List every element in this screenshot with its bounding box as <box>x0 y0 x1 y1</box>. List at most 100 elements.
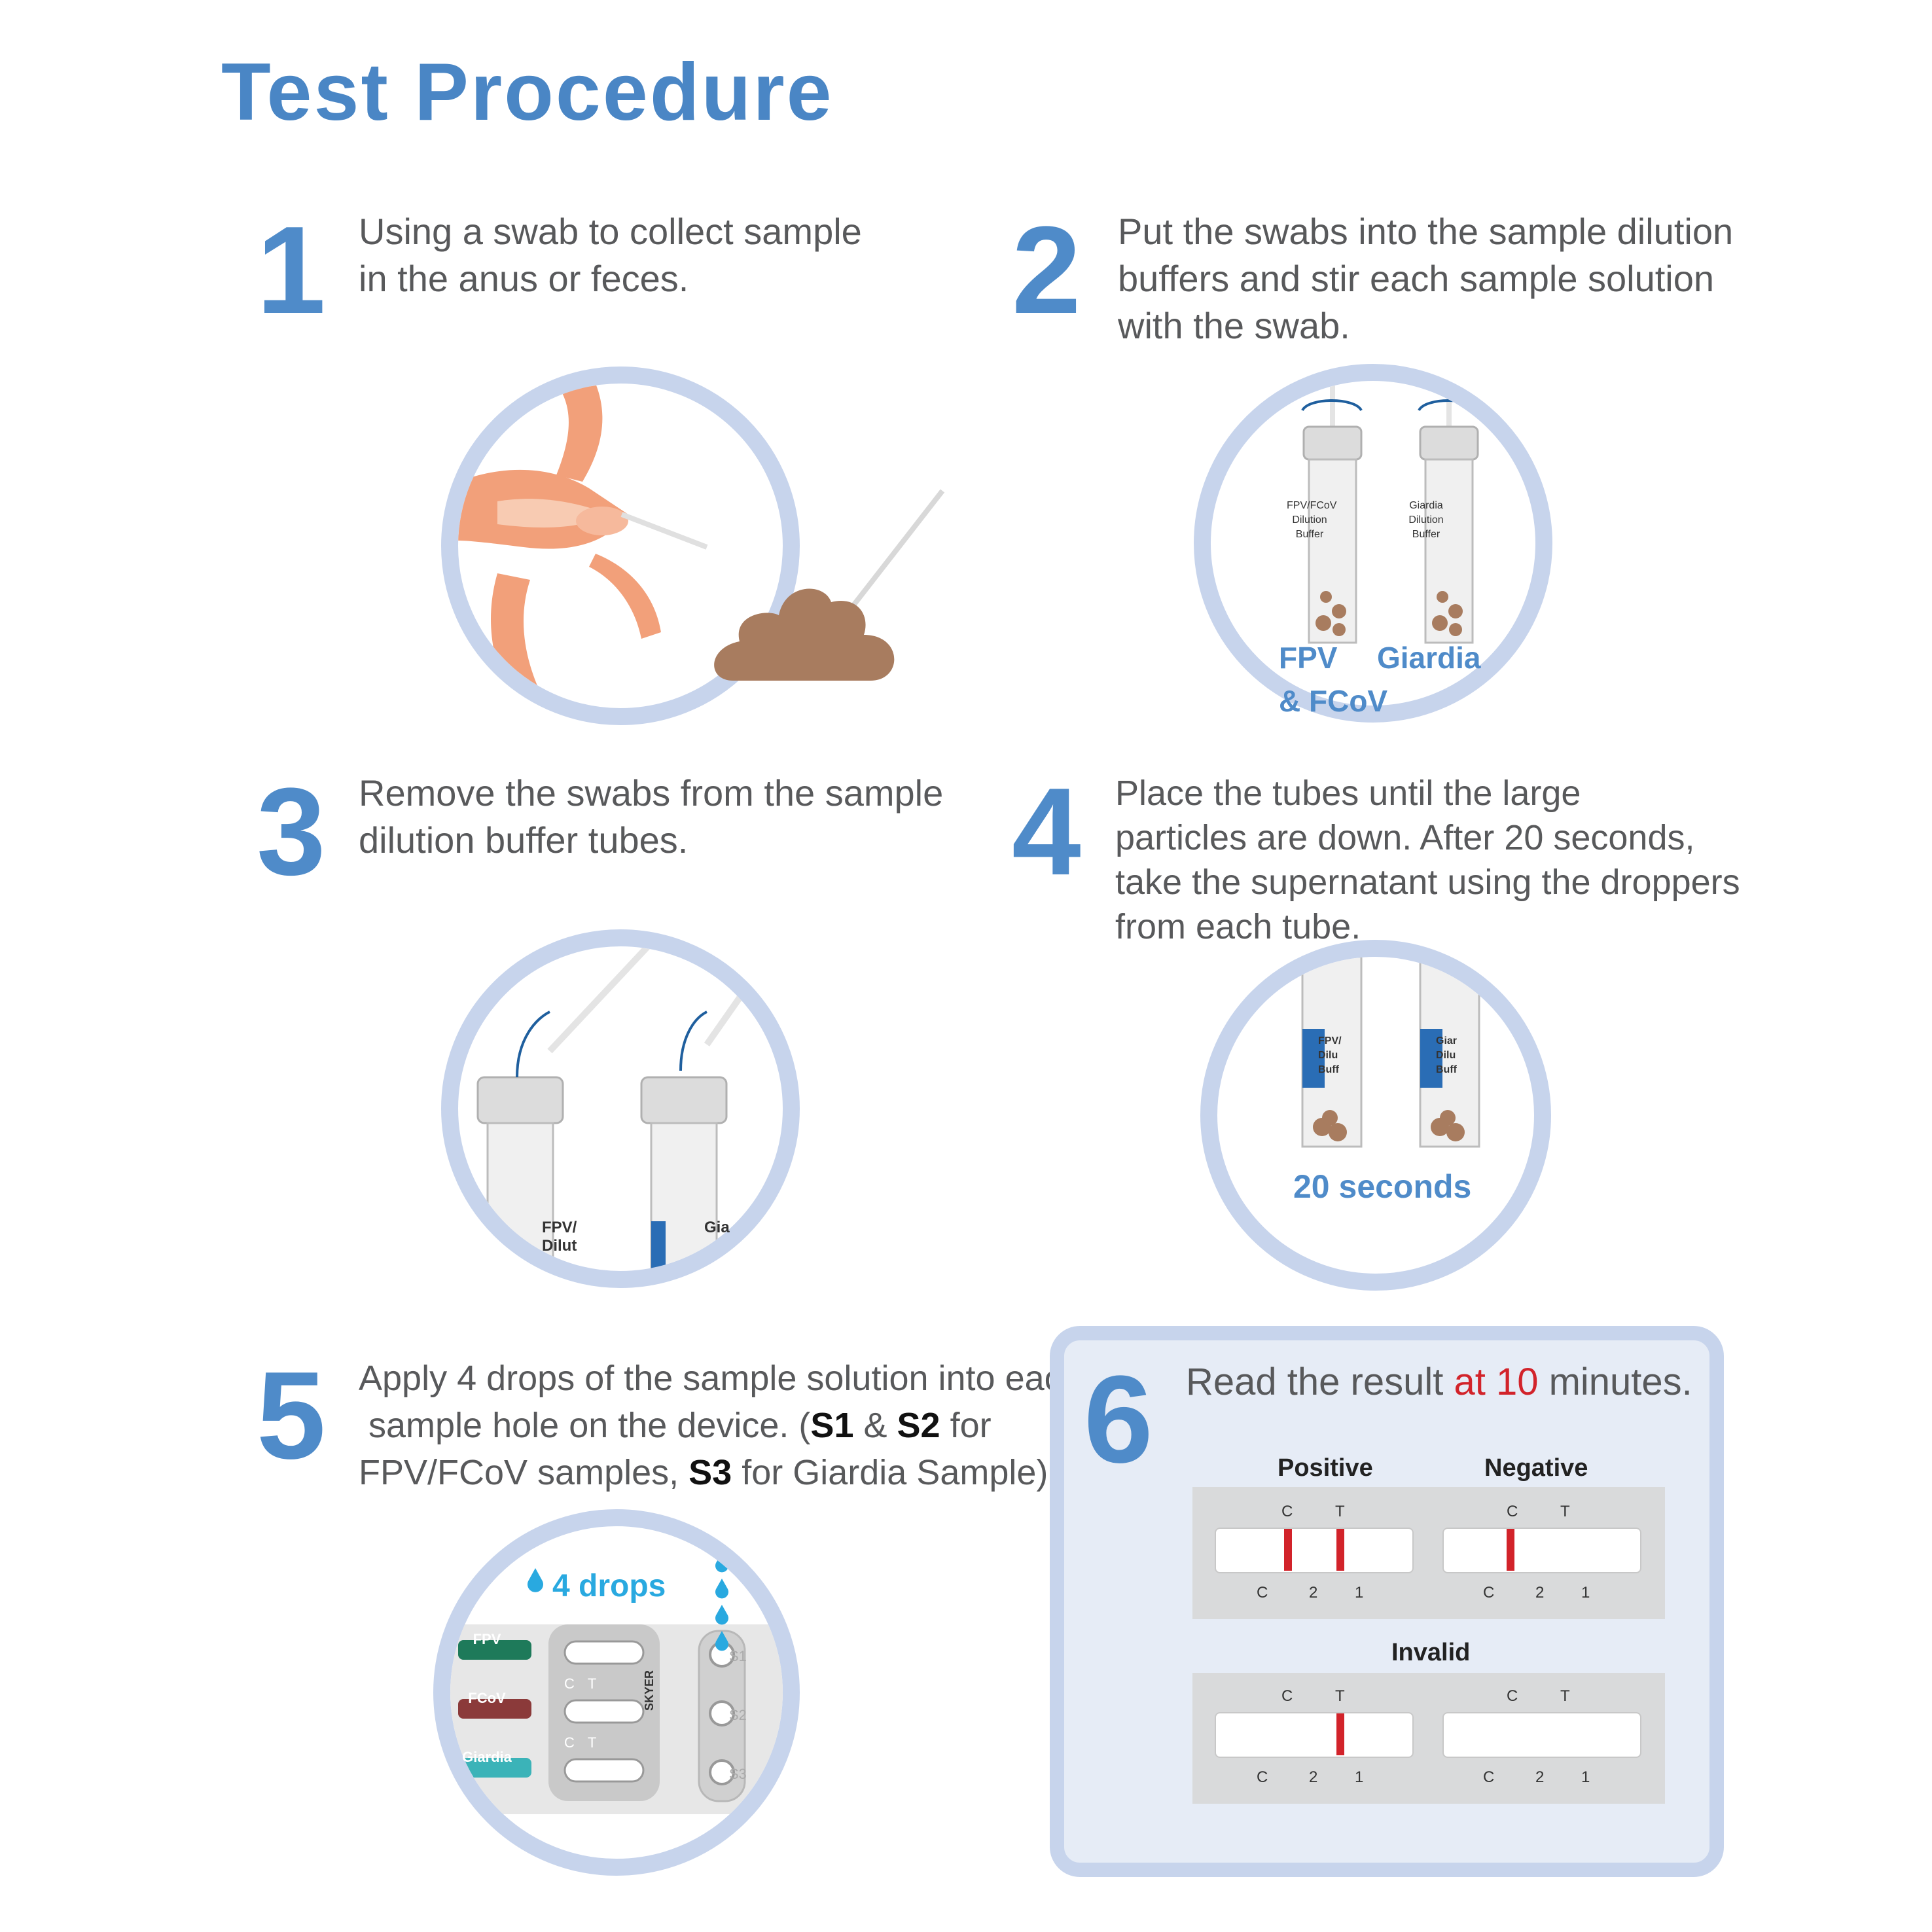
tube-label-giardia-4: Giar Dilu Buff <box>1436 1034 1457 1077</box>
tube-text: Dilu <box>1436 1050 1456 1061</box>
step-5-line-1: Apply 4 drops of the sample solution int… <box>359 1359 1082 1398</box>
cassette-negative <box>1442 1528 1641 1573</box>
text-part: minutes. <box>1538 1361 1692 1403</box>
step-1-line: in the anus or feces. <box>359 258 689 299</box>
mark-1: 1 <box>1355 1768 1364 1786</box>
text-part: for Giardia Sample) <box>732 1453 1048 1492</box>
step-3-line: dilution buffer tubes. <box>359 819 689 861</box>
feces-swab-illustration <box>714 489 945 681</box>
tube-text: FPV/ <box>1318 1035 1342 1046</box>
mark-c: C <box>1507 1503 1518 1520</box>
step-1-text: Using a swab to collect sample in the an… <box>359 208 862 302</box>
step-6-number: 6 <box>1084 1350 1153 1489</box>
mark-c: C <box>1507 1687 1518 1705</box>
step-3-illustration <box>441 929 800 1288</box>
tube-text: Dilu <box>1318 1050 1338 1061</box>
text-part: for <box>940 1406 992 1445</box>
device-row-fcov: FCoV <box>468 1690 506 1706</box>
line-t <box>1336 1529 1344 1571</box>
cassette-positive <box>1215 1528 1414 1573</box>
caption-giardia: Giardia <box>1377 641 1481 675</box>
step-5-text: Apply 4 drops of the sample solution int… <box>359 1355 1082 1496</box>
step-2-line: with the swab. <box>1118 305 1350 346</box>
step-2-line: Put the swabs into the sample dilution <box>1118 211 1734 252</box>
step-5-line-3: FPV/FCoV samples, S3 for Giardia Sample) <box>359 1449 1082 1496</box>
mark-c-bottom: C <box>1483 1584 1495 1601</box>
mark-1: 1 <box>1581 1768 1590 1786</box>
caption-fcov: & FCoV <box>1279 684 1388 718</box>
step-4-line: take the supernatant using the droppers <box>1115 863 1740 902</box>
step-1-number: 1 <box>257 201 326 340</box>
device-row-fpv: FPV <box>473 1631 501 1647</box>
line-t <box>1336 1713 1344 1755</box>
label-positive: Positive <box>1278 1454 1373 1482</box>
tube-label-fpv: FPV/FCoV Dilution Buffer <box>1287 500 1337 540</box>
tube-text: Giar <box>1436 1035 1458 1046</box>
mark-t: T <box>587 1675 610 1692</box>
label-invalid: Invalid <box>1391 1639 1471 1666</box>
step-4-line: from each tube. <box>1115 907 1361 946</box>
page-title: Test Procedure <box>221 47 834 137</box>
step-4-number: 4 <box>1012 762 1081 901</box>
mark-t: T <box>1560 1503 1570 1520</box>
well-label-s3: S3 <box>729 1766 747 1782</box>
line-c <box>1507 1529 1514 1571</box>
drops-label: 4 drops <box>552 1569 666 1603</box>
removing-swabs-illustration <box>476 946 756 1271</box>
step-2-illustration <box>1194 364 1552 723</box>
mark-c: C <box>564 1734 588 1751</box>
text-part: & <box>853 1406 897 1445</box>
mark-c: C <box>1281 1503 1293 1520</box>
mark-t: T <box>1335 1503 1345 1520</box>
device-window-marks: CT <box>564 1734 609 1751</box>
mark-2: 2 <box>1309 1584 1318 1601</box>
tube-label-giardia: Giardia Dilution Buffer <box>1408 500 1444 540</box>
step-4-line: particles are down. After 20 seconds, <box>1115 818 1695 857</box>
cassette-invalid-a <box>1215 1712 1414 1758</box>
mark-2: 2 <box>1309 1768 1318 1786</box>
settling-tubes-illustration <box>1301 957 1480 1148</box>
tube-label-fpv-3: FPV/ <box>542 1219 577 1236</box>
tube-label-dilut-3: Dilut <box>542 1237 577 1255</box>
tube-label-gia-3: Gia <box>704 1219 730 1236</box>
mark-t: T <box>1560 1687 1570 1705</box>
sample-s2: S2 <box>897 1406 940 1445</box>
mark-c-bottom: C <box>1257 1768 1268 1786</box>
text-part: FPV/FCoV samples, <box>359 1453 689 1492</box>
text-part: Read the result <box>1186 1361 1454 1403</box>
well-label-s2: S2 <box>729 1707 747 1723</box>
mark-c-bottom: C <box>1257 1584 1268 1601</box>
device-brand: SKYER <box>643 1670 656 1711</box>
tube-label-fpv-4: FPV/ Dilu Buff <box>1318 1034 1342 1077</box>
device-window-marks: CT <box>564 1675 609 1692</box>
step-2-number: 2 <box>1012 201 1081 340</box>
step-2-text: Put the swabs into the sample dilution b… <box>1118 208 1733 349</box>
step-6-text: Read the result at 10 minutes. <box>1186 1360 1692 1404</box>
mark-1: 1 <box>1581 1584 1590 1601</box>
stirring-tubes-illustration <box>1301 381 1479 644</box>
device-row-giardia: Giardia <box>462 1749 512 1765</box>
mark-t: T <box>1335 1687 1345 1705</box>
step-5-number: 5 <box>257 1346 326 1485</box>
tube-fpv-fcov <box>1302 381 1363 644</box>
mark-t: T <box>587 1734 610 1751</box>
step-3-text: Remove the swabs from the sample dilutio… <box>359 770 943 864</box>
caption-20-seconds: 20 seconds <box>1293 1168 1472 1205</box>
caption-fpv: FPV <box>1279 641 1338 675</box>
label-negative: Negative <box>1484 1454 1588 1482</box>
line-c <box>1284 1529 1292 1571</box>
tube-giardia <box>1419 381 1479 644</box>
step-4-text: Place the tubes until the large particle… <box>1115 771 1740 949</box>
step-4-line: Place the tubes until the large <box>1115 774 1581 813</box>
step-4-illustration <box>1200 940 1551 1291</box>
cat-anatomy-illustration <box>458 384 708 708</box>
test-device-illustration <box>450 1552 783 1814</box>
mark-c: C <box>564 1675 588 1692</box>
sample-s3: S3 <box>689 1453 732 1492</box>
highlight-10-minutes: at 10 <box>1454 1361 1539 1403</box>
cassette-invalid-b <box>1442 1712 1641 1758</box>
mark-c: C <box>1281 1687 1293 1705</box>
sample-s1: S1 <box>810 1406 854 1445</box>
step-5-line-2: sample hole on the device. (S1 & S2 for <box>359 1402 1082 1449</box>
mark-2: 2 <box>1535 1584 1545 1601</box>
